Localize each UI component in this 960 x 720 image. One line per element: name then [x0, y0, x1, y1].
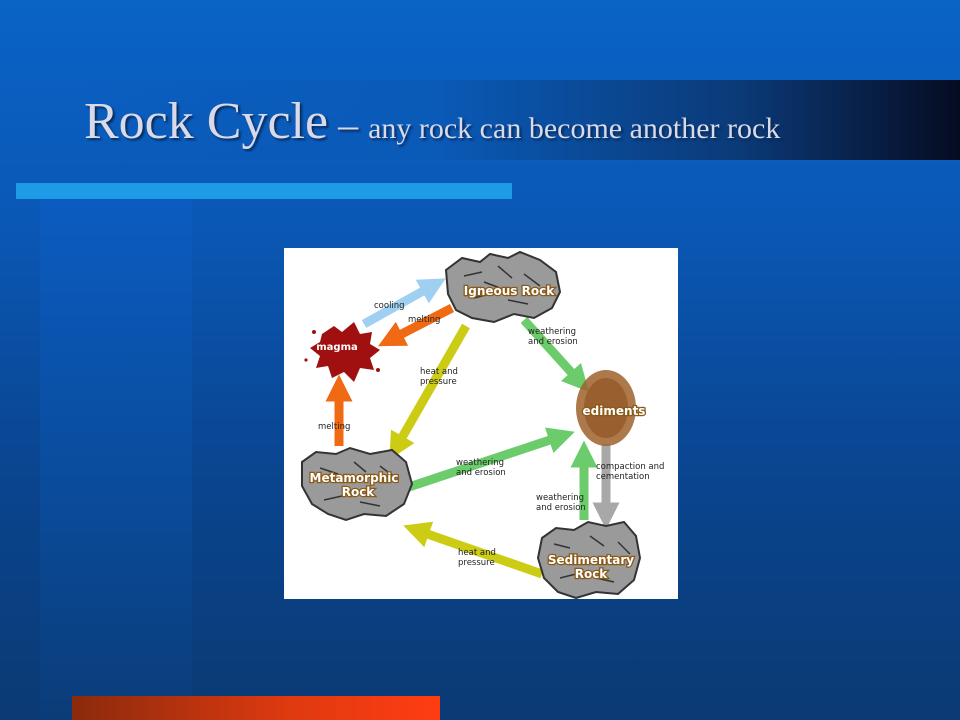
heat-pressure-arrow-igneous-to-metamorphic — [389, 323, 470, 460]
title-main: Rock Cycle — [84, 93, 329, 150]
label-heat-pressure-top-1: heat and — [420, 367, 458, 377]
slide-title: Rock Cycle – any rock can become another… — [84, 92, 780, 151]
title-subtitle: any rock can become another rock — [368, 112, 781, 145]
rock-cycle-diagram: Igneous Rock magma ediments Metamorphic … — [284, 248, 678, 599]
label-heat-pressure-bottom-2: pressure — [458, 558, 495, 568]
title-band — [80, 80, 960, 160]
label-compaction-1: compaction and — [596, 462, 664, 472]
label-weathering-mid-2: and erosion — [456, 468, 506, 478]
label-weathering-bottom-1: weathering — [536, 493, 584, 503]
vertical-stripe — [40, 200, 192, 720]
label-weathering-top-1: weathering — [528, 327, 576, 337]
sedimentary-rock-label-line1: Sedimentary — [548, 553, 634, 567]
title-underline-bar — [16, 183, 512, 199]
label-melting-top: melting — [408, 315, 440, 325]
label-weathering-mid-1: weathering — [456, 458, 504, 468]
title-dash: – — [338, 102, 359, 147]
label-cooling: cooling — [374, 301, 405, 311]
label-weathering-top-2: and erosion — [528, 337, 578, 347]
heat-pressure-arrow-sedimentary-to-metamorphic — [403, 521, 544, 579]
cooling-arrow — [361, 278, 446, 328]
label-melting-left: melting — [318, 422, 350, 432]
weathering-arrow-metamorphic-to-sediments — [404, 427, 575, 493]
magma-blob: magma — [304, 322, 380, 382]
sediments-pile: ediments — [576, 370, 647, 446]
igneous-rock-label: Igneous Rock — [464, 284, 555, 298]
footer-accent-bar — [72, 696, 440, 720]
weathering-arrow-igneous-to-sediments — [520, 316, 590, 393]
rock-cycle-svg: Igneous Rock magma ediments Metamorphic … — [301, 250, 664, 599]
label-weathering-bottom-2: and erosion — [536, 503, 586, 513]
label-heat-pressure-bottom-1: heat and — [458, 548, 496, 558]
melting-arrow-igneous-to-magma — [378, 304, 455, 347]
sediments-label: ediments — [583, 404, 646, 418]
label-compaction-2: cementation — [596, 472, 650, 482]
metamorphic-rock: Metamorphic Rock — [301, 446, 414, 522]
metamorphic-rock-label-line2: Rock — [342, 485, 376, 499]
metamorphic-rock-label-line1: Metamorphic — [310, 471, 399, 485]
sedimentary-rock: Sedimentary Rock — [536, 520, 642, 599]
magma-label: magma — [316, 342, 358, 353]
label-heat-pressure-top-2: pressure — [420, 377, 457, 387]
igneous-rock: Igneous Rock — [444, 250, 562, 324]
sedimentary-rock-label-line2: Rock — [575, 567, 609, 581]
